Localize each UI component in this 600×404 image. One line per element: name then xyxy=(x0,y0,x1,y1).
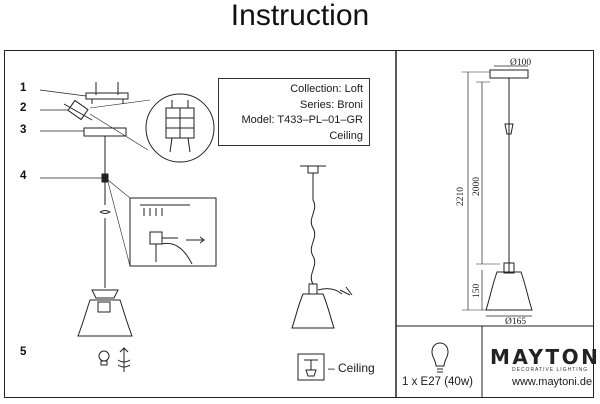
brand-logo: MAYTONi xyxy=(490,345,600,369)
dim-canopy xyxy=(489,69,529,79)
step-number-2: 2 xyxy=(20,102,27,114)
canopy-icon xyxy=(83,127,127,142)
pendant-shade-icon xyxy=(77,289,133,337)
cable-clamp-icon xyxy=(101,173,109,183)
step-number-5: 5 xyxy=(20,346,27,358)
pendant-side-view-icon xyxy=(291,165,353,329)
model-info-box: Collection: Loft Series: Broni Model: T4… xyxy=(218,78,370,146)
terminal-connector-detail-icon xyxy=(165,100,195,153)
dim-shade-height: 150 xyxy=(472,283,482,298)
ceiling-legend-label: – Ceiling xyxy=(328,361,375,375)
instruction-frame xyxy=(4,50,594,398)
series-label: Series: Broni xyxy=(300,98,363,111)
terminal-block-icon xyxy=(63,99,93,121)
terminal-zoom-circle xyxy=(145,93,215,163)
dim-overall-height: 2210 xyxy=(456,187,466,206)
ceiling-mount-icon xyxy=(297,353,325,381)
step-number-4: 4 xyxy=(20,170,27,182)
bulb-icon xyxy=(98,350,110,366)
clamp-zoom-box xyxy=(129,197,217,267)
screw-in-arrow-icon xyxy=(117,347,131,372)
mounting-screws-icon xyxy=(85,82,129,104)
website-link[interactable]: www.maytoni.de xyxy=(512,376,593,388)
brand-tagline: DECORATIVE LIGHTING xyxy=(512,367,589,373)
clamp-detail-icon xyxy=(140,204,205,265)
lamp-type-icon xyxy=(431,342,449,373)
cable-break-mark xyxy=(99,210,111,214)
clamp-zoom-leader-a xyxy=(107,179,131,199)
step-number-1: 1 xyxy=(20,82,27,94)
page-title: Instruction xyxy=(230,0,370,32)
zoom-leader-a xyxy=(89,99,151,109)
zoom-leader-b xyxy=(89,113,149,151)
mount-type-label: Ceiling xyxy=(329,129,363,142)
lamp-spec-label: 1 x E27 (40w) xyxy=(402,376,473,388)
dimension-drawing xyxy=(462,65,533,317)
dim-cable-length: 2000 xyxy=(472,177,482,196)
clamp-zoom-leader-b xyxy=(107,181,131,267)
leader-1 xyxy=(39,89,87,97)
collection-label: Collection: Loft xyxy=(290,83,363,95)
model-label: Model: T433–PL–01–GR xyxy=(241,114,364,126)
dim-shade-diameter: Ø165 xyxy=(505,317,527,327)
dim-canopy-diameter: Ø100 xyxy=(510,58,532,68)
step-number-3: 3 xyxy=(20,124,27,136)
